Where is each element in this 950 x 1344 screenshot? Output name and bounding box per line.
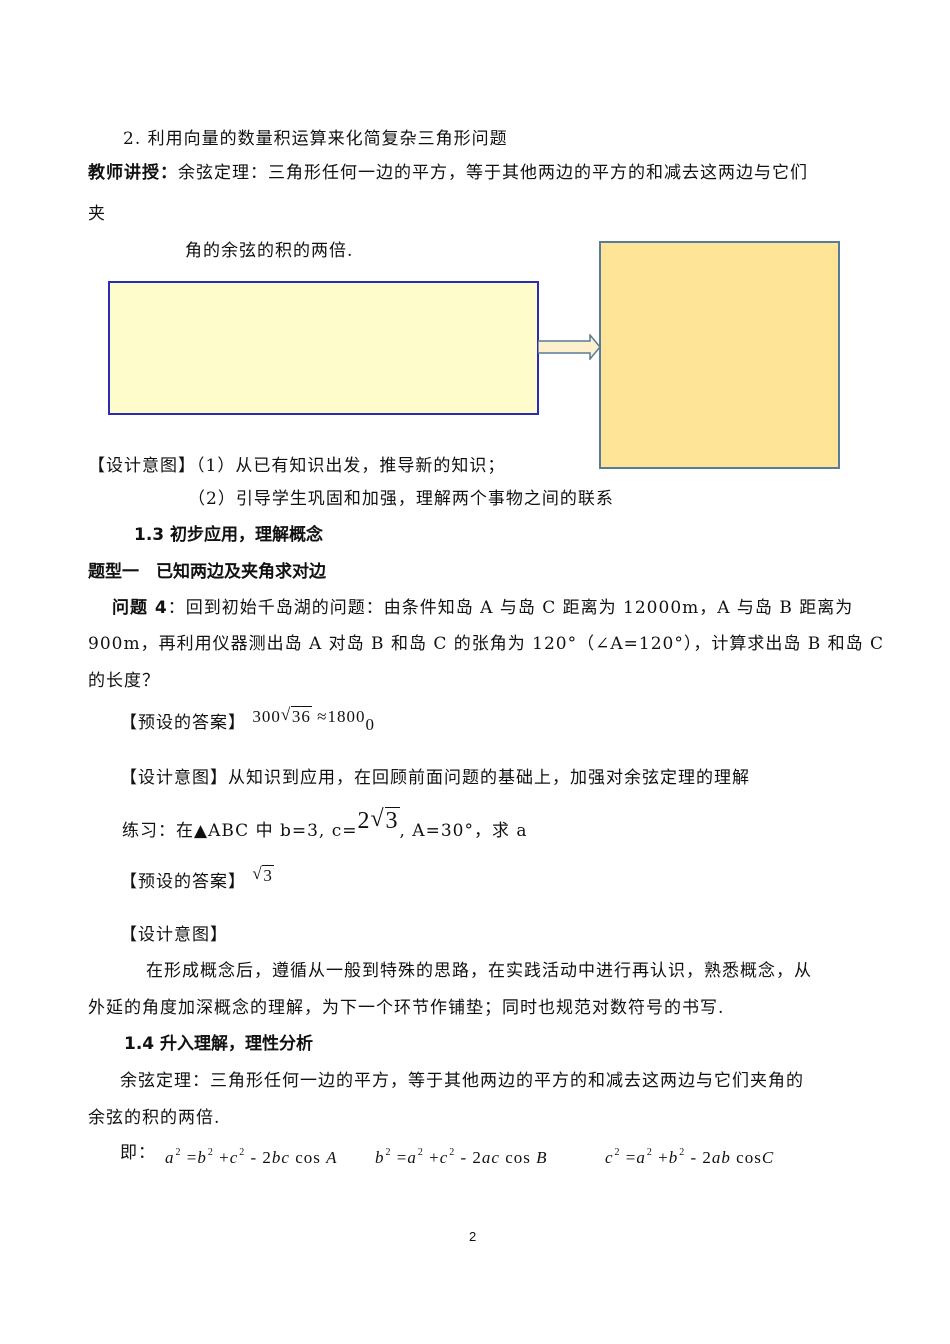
sqrt-symbol: 3 — [371, 807, 400, 834]
design-intent-3-line-2: 外延的角度加深概念的理解，为下一个环节作铺垫；同时也规范对数符号的书写. — [88, 998, 725, 1018]
cosine-law-line-2: 余弦的积的两倍. — [88, 1108, 221, 1128]
design-intent-1-line-2: （2）引导学生巩固和加强，理解两个事物之间的联系 — [188, 489, 614, 509]
practice-line: 练习：在▲ABC 中 b=3, c=23, A=30°，求 a — [122, 807, 528, 842]
formula-b: b2 =a2 +c2 - 2ac cos B — [375, 1147, 548, 1167]
right-arrow-icon — [538, 334, 601, 360]
problem-4-line-3: 的长度？ — [88, 671, 160, 691]
teacher-lecture-text: 余弦定理：三角形任何一边的平方，等于其他两边的平方的和减去这两边与它们 — [178, 163, 808, 183]
c-radicand: 3 — [384, 807, 400, 834]
c-coefficient: 2 — [357, 808, 371, 834]
practice-c-value: 23 — [357, 807, 400, 834]
problem-4-line-2: 900m，再利用仪器测出岛 A 对岛 B 和岛 C 的张角为 120°（∠A=1… — [88, 634, 885, 654]
problem-type-one-heading: 题型一 已知两边及夹角求对边 — [88, 562, 326, 582]
answer-1-radicand: 36 — [290, 706, 312, 726]
section-1-3-heading: 1.3 初步应用，理解概念 — [134, 525, 324, 545]
item-2-heading: 2. 利用向量的数量积运算来化简复杂三角形问题 — [123, 129, 508, 149]
page-number: 2 — [469, 1229, 477, 1244]
preset-answer-1: 【预设的答案】 300 36 ≈18000 — [120, 704, 375, 734]
answer-1-tail: 0 — [365, 715, 375, 734]
teacher-lecture-label: 教师讲授 — [88, 163, 160, 183]
problem-4-text: ：回到初始千岛湖的问题：由条件知岛 A 与岛 C 距离为 12000m，A 与岛… — [167, 598, 854, 618]
problem-4-line-1: 问题 4：回到初始千岛湖的问题：由条件知岛 A 与岛 C 距离为 12000m，… — [112, 597, 853, 619]
answer-1-approx: ≈1800 — [311, 707, 366, 726]
formula-c: c2 =a2 +b2 - 2ab cosC — [605, 1147, 775, 1167]
answer-2-radicand: 3 — [262, 865, 274, 885]
preset-answer-2-formula: 3 — [252, 863, 274, 887]
practice-suffix: , A=30°，求 a — [399, 821, 528, 841]
design-intent-3-label: 【设计意图】 — [120, 925, 228, 945]
teacher-lecture-line-2: 夹 — [88, 204, 106, 224]
cosine-law-formulas: 即： a2 =b2 +c2 - 2bc cos A b2 =a2 +c2 - 2… — [120, 1142, 773, 1167]
preset-answer-1-formula: 300 36 ≈18000 — [252, 704, 375, 734]
teacher-lecture-line-3: 角的余弦的积的两倍. — [185, 241, 354, 261]
sqrt-symbol: 36 — [281, 704, 312, 728]
formula-prefix: 即： — [120, 1143, 156, 1163]
problem-4-label: 问题 4 — [112, 598, 168, 618]
sqrt-symbol: 3 — [252, 863, 274, 887]
practice-prefix: 练习：在▲ABC 中 b=3, c= — [122, 821, 358, 841]
cosine-law-line-1: 余弦定理：三角形任何一边的平方，等于其他两边的平方的和减去这两边与它们夹角的 — [120, 1071, 804, 1091]
design-intent-2: 【设计意图】从知识到应用，在回顾前面问题的基础上，加强对余弦定理的理解 — [120, 768, 750, 788]
teacher-lecture-line-1: 教师讲授：余弦定理：三角形任何一边的平方，等于其他两边的平方的和减去这两边与它们 — [88, 162, 808, 184]
answer-1-coefficient: 300 — [252, 707, 281, 726]
teacher-colon: ： — [160, 163, 178, 183]
design-intent-3-line-1: 在形成概念后，遵循从一般到特殊的思路，在实践活动中进行再认识，熟悉概念，从 — [146, 961, 812, 981]
preset-answer-2: 【预设的答案】 3 — [120, 863, 274, 893]
diagram-left-box — [108, 281, 539, 415]
design-intent-1-line-1: 【设计意图】（1）从已有知识出发，推导新的知识； — [88, 456, 506, 476]
diagram-right-box — [599, 241, 840, 469]
formula-a: a2 =b2 +c2 - 2bc cos A — [165, 1147, 338, 1167]
section-1-4-heading: 1.4 升入理解，理性分析 — [124, 1034, 314, 1054]
preset-answer-1-label: 【预设的答案】 — [120, 713, 246, 733]
preset-answer-2-label: 【预设的答案】 — [120, 872, 246, 892]
